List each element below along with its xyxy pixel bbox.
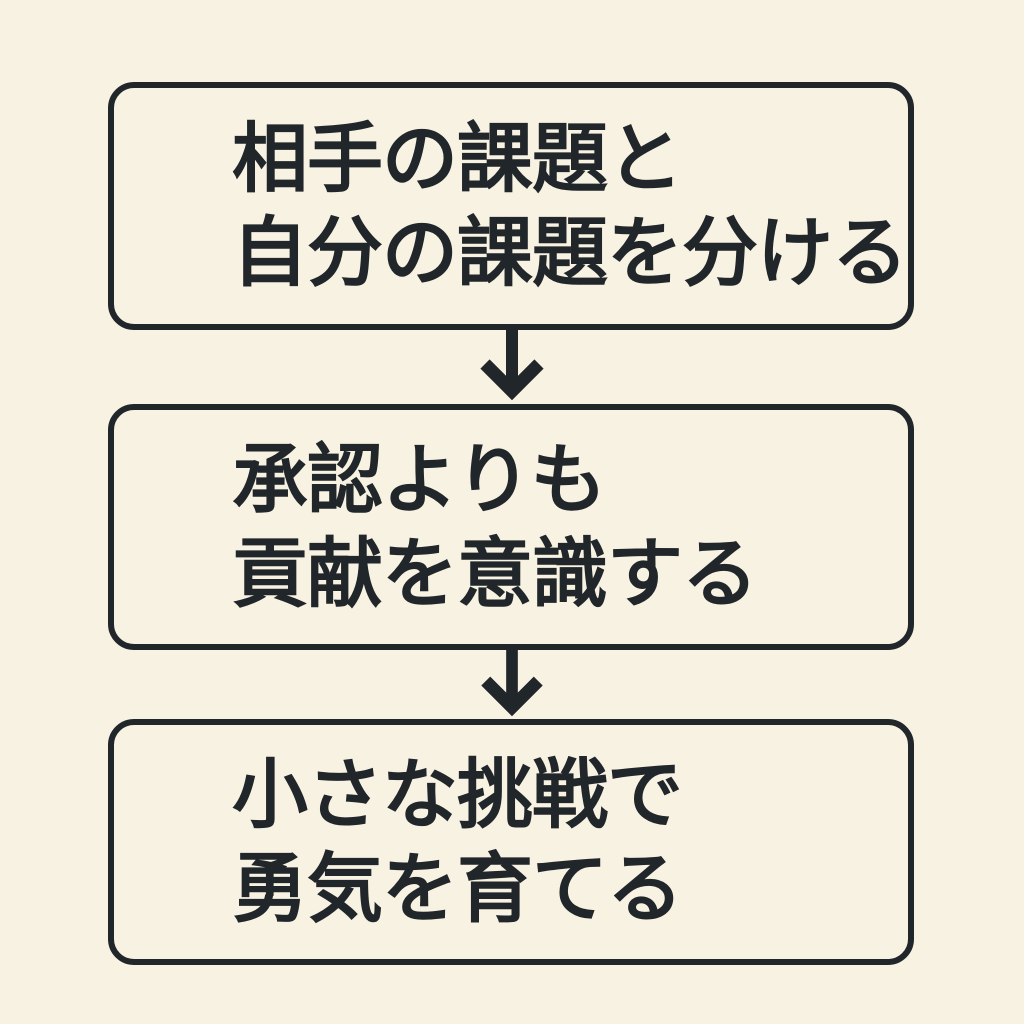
flow-step-2-line-1: 承認よりも <box>232 434 606 524</box>
down-arrow-icon <box>478 648 546 718</box>
flow-step-3: 小さな挑戦で 勇気を育てる <box>108 719 914 965</box>
flow-step-2-line-2: 貢献を意識する <box>232 529 758 618</box>
flow-step-3-line-1: 小さな挑戦で <box>232 749 683 839</box>
down-arrow-icon <box>478 329 546 403</box>
flow-step-1: 相手の課題と 自分の課題を分ける <box>108 82 914 330</box>
flow-step-1-line-2: 自分の課題を分ける <box>232 208 908 297</box>
flow-step-3-line-2: 勇気を育てる <box>232 844 683 933</box>
flow-step-1-line-1: 相手の課題と <box>232 113 683 203</box>
flow-step-2: 承認よりも 貢献を意識する <box>108 404 914 650</box>
